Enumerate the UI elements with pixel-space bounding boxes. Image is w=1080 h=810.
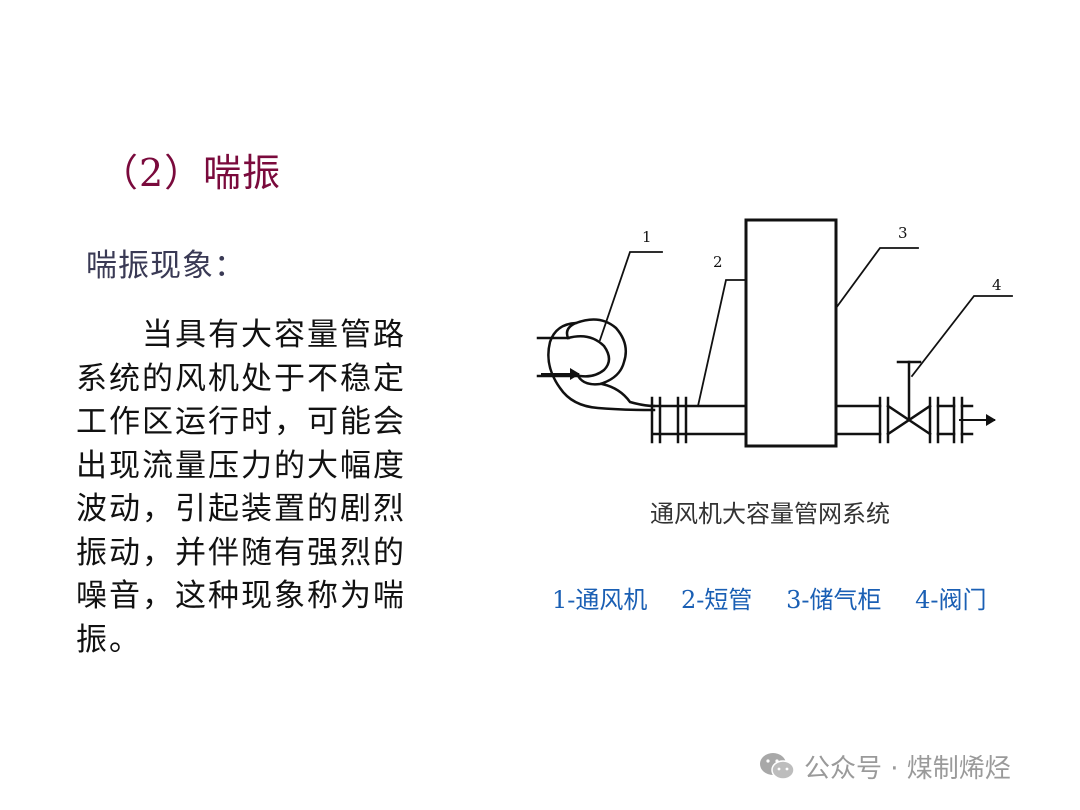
- pipe-network-diagram: 1 2 3 4: [536, 218, 1013, 448]
- legend-item: 4-阀门: [915, 586, 987, 614]
- body-line: 出现流量压力的大幅度: [76, 447, 406, 484]
- callout-1: 1: [642, 228, 652, 246]
- watermark-text: 公众号 · 煤制烯烃: [804, 754, 1011, 784]
- legend-item: 3-储气柜: [786, 586, 882, 614]
- gas-holder: [744, 218, 838, 448]
- legend-item: 1-通风机: [552, 586, 648, 614]
- short-pipe: [650, 396, 748, 444]
- legend: 1-通风机 2-短管 3-储气柜 4-阀门: [552, 580, 986, 615]
- body-line: 噪音，这种现象称为喘: [76, 578, 406, 614]
- body-line: 系统的风机处于不稳定: [76, 360, 406, 397]
- wechat-icon: [760, 752, 795, 780]
- watermark: 公众号 · 煤制烯烃: [758, 748, 1011, 785]
- subheading: 喘振现象：: [86, 248, 246, 284]
- body-line: 波动，引起装置的剧烈: [76, 491, 406, 527]
- callout-4: 4: [992, 276, 1002, 294]
- fan: [536, 318, 656, 412]
- callout-2: 2: [713, 253, 723, 271]
- diagram-caption: 通风机大容量管网系统: [650, 500, 890, 528]
- outlet-valve: [834, 360, 974, 444]
- legend-item: 2-短管: [681, 586, 753, 614]
- callout-3: 3: [898, 224, 908, 242]
- section-title: （2）喘振: [100, 151, 282, 195]
- body-line: 振动，并伴随有强烈的: [76, 534, 406, 571]
- body-line: 工作区运行时，可能会: [76, 404, 406, 440]
- body-paragraph: 当具有大容量管路 系统的风机处于不稳定 工作区运行时，可能会 出现流量压力的大幅…: [76, 314, 446, 662]
- body-line: 当具有大容量管路: [76, 317, 406, 353]
- body-line: 振。: [76, 621, 142, 658]
